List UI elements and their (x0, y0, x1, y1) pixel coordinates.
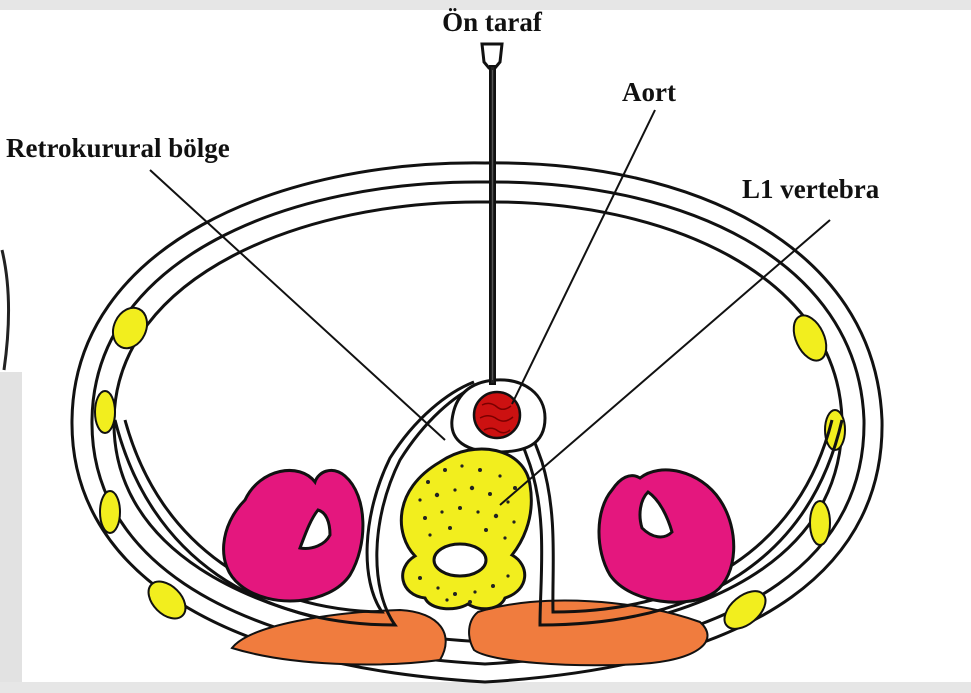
vertebra-label: L1 vertebra (742, 174, 880, 204)
left-frame-band (0, 372, 22, 693)
right-kidney (599, 470, 734, 602)
rib-left-2 (95, 391, 115, 433)
spinal-canal (434, 544, 486, 576)
bottom-frame-band (0, 682, 971, 693)
retrocrural-label: Retrokurural bölge (6, 133, 230, 163)
rib-right-3 (810, 501, 830, 545)
rib-left-3 (100, 491, 120, 533)
anterior-label: Ön taraf (442, 7, 543, 37)
aorta-label: Aort (622, 77, 676, 107)
